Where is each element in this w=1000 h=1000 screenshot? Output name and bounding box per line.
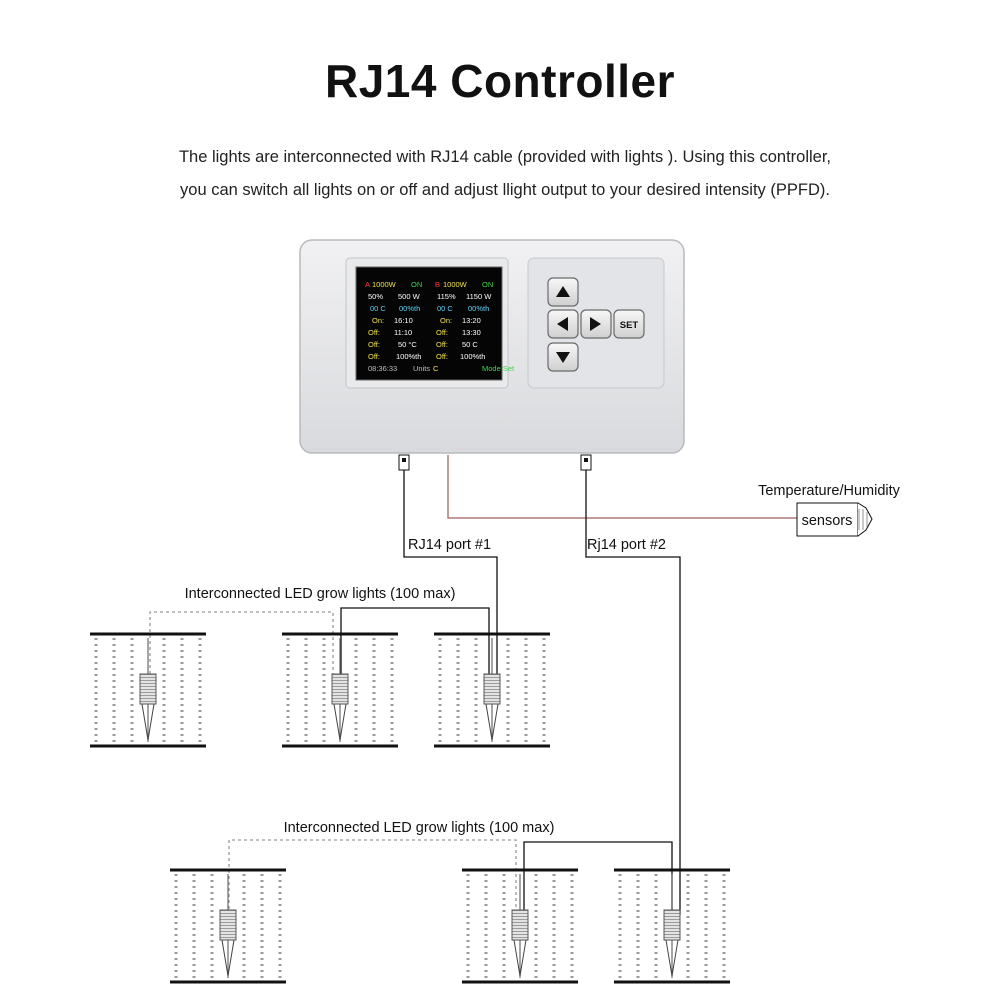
controller-unit: A 1000W ON B 1000W ON 50% 500 W 115% 115… <box>299 239 685 454</box>
up-button[interactable] <box>547 277 579 307</box>
screen-a-power: 1000W <box>372 280 397 289</box>
screen-units-value: C <box>433 364 439 373</box>
screen-b-hum: 00%th <box>468 304 489 313</box>
screen-b-on-label: On: <box>440 316 452 325</box>
screen-mode-label: Mode Set <box>482 364 515 373</box>
led-grow-light-4 <box>168 868 288 984</box>
arrow-down-icon <box>556 352 570 363</box>
screen-b-off3-value: 100%th <box>460 352 485 361</box>
screen-b-temp: 00 C <box>437 304 453 313</box>
port-1-cable <box>403 470 498 680</box>
page-title: RJ14 Controller <box>324 55 676 107</box>
screen-b-state: ON <box>482 280 493 289</box>
screen-a-off2-value: 50 °C <box>398 340 417 349</box>
screen-a-temp: 00 C <box>370 304 386 313</box>
screen-b-percent: 115% <box>437 292 456 301</box>
temperature-humidity-sensor <box>796 502 873 537</box>
screen-clock: 08:36:33 <box>368 364 397 373</box>
led-grow-light-5 <box>460 868 580 984</box>
left-button[interactable] <box>547 309 579 339</box>
arrow-up-icon <box>556 286 570 297</box>
sensor-box-label: sensors <box>802 513 853 529</box>
screen-a-letter: A <box>365 280 370 289</box>
screen-a-on-time: 16:10 <box>394 316 413 325</box>
screen-a-off-time: 11:10 <box>394 328 412 337</box>
screen-b-on-time: 13:20 <box>462 316 481 325</box>
port-1-link-light2-to-light3 <box>340 607 490 680</box>
set-button-label: SET <box>620 320 639 331</box>
description-line-1: The lights are interconnected with RJ14 … <box>178 148 832 166</box>
port-2-link-light5-to-light6 <box>523 841 673 915</box>
screen-a-watts: 500 W <box>398 292 421 301</box>
screen-b-off2-value: 50 C <box>462 340 478 349</box>
screen-a-percent: 50% <box>368 292 383 301</box>
led-grow-light-3 <box>432 632 552 748</box>
group-1-label: Interconnected LED grow lights (100 max) <box>185 586 456 602</box>
screen-a-off3-label: Off: <box>368 352 380 361</box>
screen-b-off-time: 13:30 <box>462 328 481 337</box>
sensor-cable <box>447 455 797 519</box>
group-2-label: Interconnected LED grow lights (100 max) <box>284 820 555 836</box>
led-grow-light-6 <box>612 868 732 984</box>
down-button[interactable] <box>547 342 579 372</box>
screen-b-letter: B <box>435 280 440 289</box>
screen-a-state: ON <box>411 280 422 289</box>
port-1-link-light1-to-light2 <box>149 611 334 680</box>
description-line-2: you can switch all lights on or off and … <box>180 181 830 199</box>
right-button[interactable] <box>580 309 612 339</box>
port-2-cable <box>585 470 681 915</box>
led-grow-light-2 <box>280 632 400 748</box>
screen-a-off3-value: 100%th <box>396 352 421 361</box>
arrow-left-icon <box>557 317 568 331</box>
controller-screen: A 1000W ON B 1000W ON 50% 500 W 115% 115… <box>355 266 515 381</box>
port-2-label: Rj14 port #2 <box>587 537 666 553</box>
screen-b-off3-label: Off: <box>436 352 448 361</box>
rj14-port-2-connector <box>580 454 592 471</box>
screen-b-power: 1000W <box>443 280 468 289</box>
screen-a-off-label: Off: <box>368 328 380 337</box>
screen-units-label: Units <box>413 364 430 373</box>
screen-b-watts: 1150 W <box>466 292 492 301</box>
set-button[interactable]: SET <box>613 309 645 339</box>
led-grow-light-1 <box>88 632 208 748</box>
arrow-right-icon <box>590 317 601 331</box>
rj14-port-1-connector <box>398 454 410 471</box>
screen-a-off2-label: Off: <box>368 340 380 349</box>
port-2-link-light4-to-light5 <box>228 839 517 915</box>
screen-a-hum: 00%th <box>399 304 420 313</box>
screen-b-off2-label: Off: <box>436 340 448 349</box>
sensor-title-label: Temperature/Humidity <box>758 483 901 499</box>
screen-b-off-label: Off: <box>436 328 448 337</box>
port-1-label: RJ14 port #1 <box>408 537 491 553</box>
screen-a-on-label: On: <box>372 316 384 325</box>
